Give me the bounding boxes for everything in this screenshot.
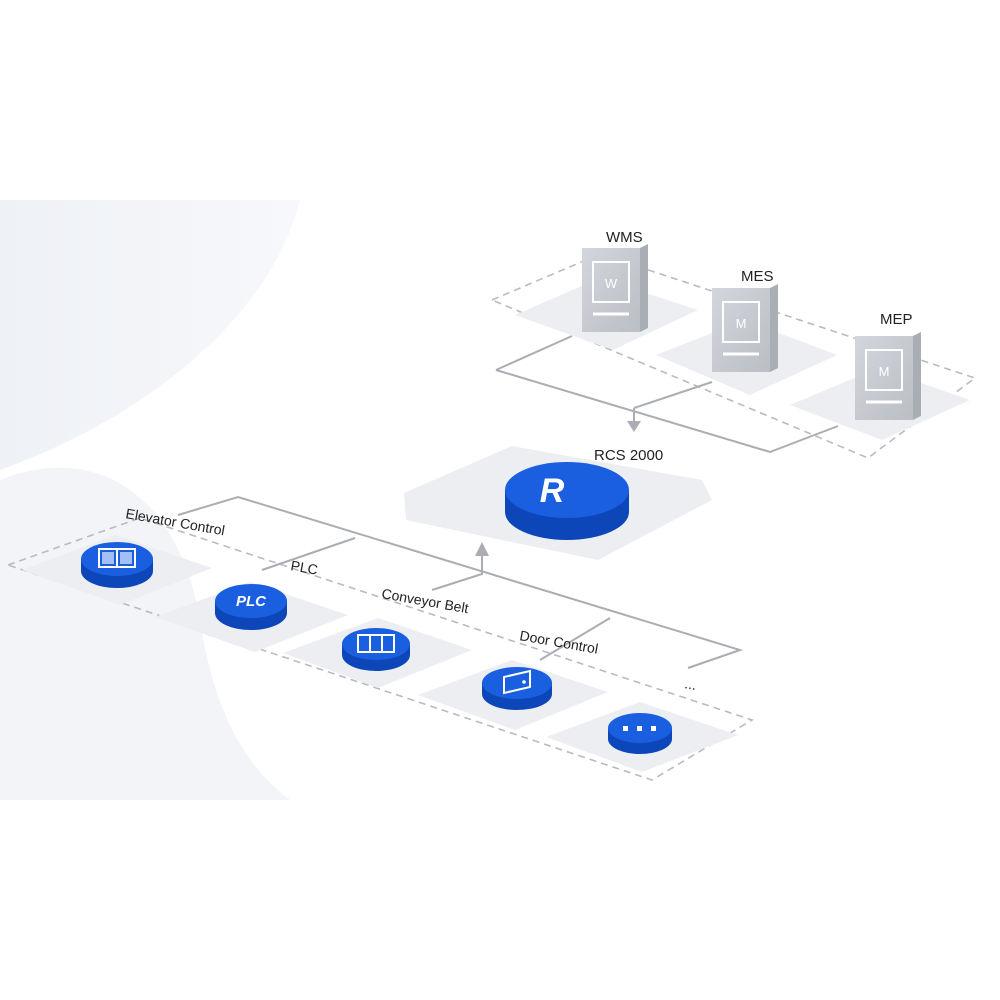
more-icon bbox=[608, 713, 672, 754]
server-letter: M bbox=[736, 316, 747, 331]
devices-group-outline bbox=[5, 517, 754, 781]
device-label-plc: PLC bbox=[289, 557, 319, 577]
plc-icon: PLC bbox=[215, 584, 287, 630]
server-letter: M bbox=[879, 364, 890, 379]
background-shape-upper bbox=[0, 200, 300, 470]
system-label-wms: WMS bbox=[606, 229, 643, 246]
systems-connector bbox=[495, 335, 839, 454]
core-logo-letter: R bbox=[540, 472, 565, 510]
server-icon: W bbox=[582, 244, 648, 332]
system-label-mep: MEP bbox=[880, 311, 913, 328]
rcs-logo-icon: R bbox=[505, 462, 629, 540]
background-shape-lower bbox=[0, 467, 290, 800]
server-icon: M bbox=[855, 332, 921, 420]
down-arrow-icon bbox=[627, 421, 641, 432]
system-label-mes: MES bbox=[741, 268, 774, 285]
up-arrow-icon bbox=[475, 542, 489, 556]
core-label: RCS 2000 bbox=[594, 447, 663, 464]
systems-group-outline bbox=[489, 253, 977, 459]
conveyor-icon bbox=[342, 628, 410, 671]
plc-badge: PLC bbox=[236, 593, 267, 610]
elevator-icon bbox=[81, 542, 153, 588]
server-icon: M bbox=[712, 284, 778, 372]
devices-connector bbox=[177, 495, 744, 669]
device-label-conveyor: Conveyor Belt bbox=[380, 585, 469, 616]
door-icon bbox=[482, 667, 552, 710]
server-letter: W bbox=[605, 276, 618, 291]
device-label-more: ... bbox=[683, 675, 697, 693]
